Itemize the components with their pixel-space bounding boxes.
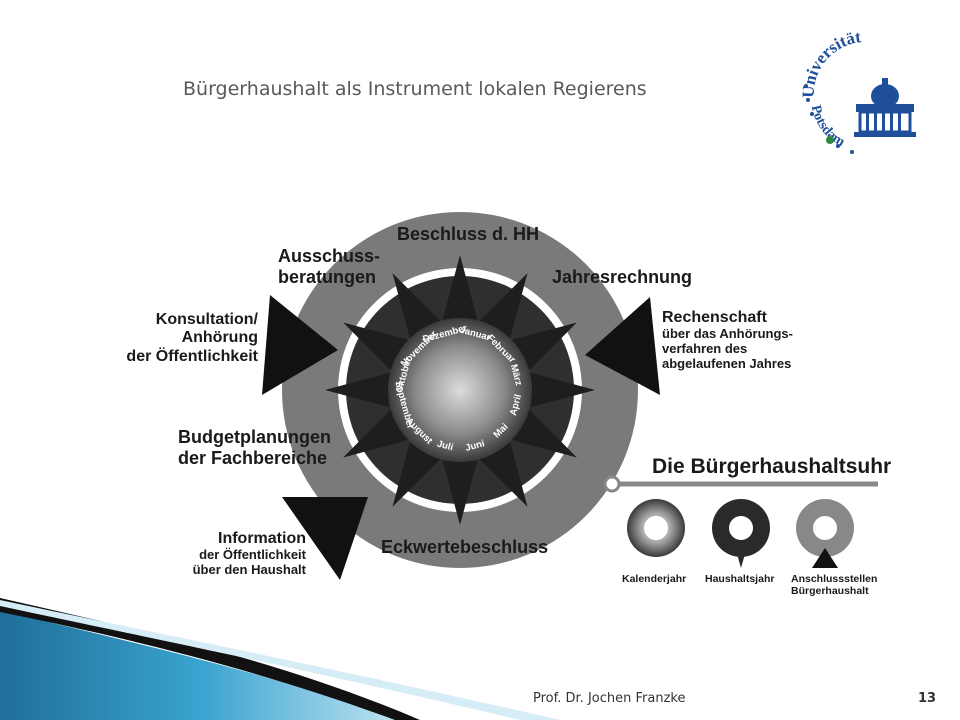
pointer-triangle-konsultation bbox=[262, 295, 338, 395]
legend-title: Die Bürgerhaushaltsuhr bbox=[652, 455, 892, 478]
label-jahresrechnung: Jahresrechnung bbox=[552, 267, 693, 287]
label-budget-line2: der Fachbereiche bbox=[178, 447, 328, 468]
building-icon bbox=[854, 78, 916, 137]
pointer-triangle-rechenschaft bbox=[585, 297, 660, 395]
label-rechenschaft-line3: abgelaufenen Jahres bbox=[662, 356, 792, 372]
label-konsultation-line1: Konsultation/ bbox=[155, 311, 258, 328]
slide-title: Bürgerhaushalt als Instrument lokalen Re… bbox=[183, 78, 647, 100]
month-label: März bbox=[508, 363, 524, 387]
legend-label-anschluss-line1: Anschlussstellen bbox=[791, 573, 878, 585]
pointer-triangle-information bbox=[282, 497, 368, 580]
label-information-line2: über den Haushalt bbox=[192, 562, 306, 578]
month-label: April bbox=[508, 393, 524, 417]
footer-author: Prof. Dr. Jochen Franzke bbox=[533, 691, 686, 706]
legend-label-anschlussstellen: Anschlussstellen Bürgerhaushalt bbox=[791, 573, 877, 597]
label-konsultation-line3: der Öffentlichkeit bbox=[126, 347, 258, 365]
month-label: Juni bbox=[464, 438, 486, 454]
label-rechenschaft: Rechenschaft über das Anhörungs- verfahr… bbox=[662, 309, 793, 372]
legend-label-haushaltsjahr: Haushaltsjahr bbox=[705, 573, 775, 585]
label-ausschuss-line2: beratungen bbox=[278, 266, 377, 287]
label-information-title: Information bbox=[218, 530, 306, 547]
label-budget-line1: Budgetplanungen bbox=[178, 427, 331, 447]
university-logo: Universität Potsdam bbox=[799, 28, 916, 154]
label-budget: Budgetplanungen der Fachbereiche bbox=[178, 427, 331, 468]
label-rechenschaft-line2: verfahren des bbox=[662, 341, 748, 357]
label-information: Information der Öffentlichkeit über den … bbox=[160, 530, 306, 578]
month-dial bbox=[388, 318, 532, 462]
legend-label-anschluss-line2: Bürgerhaushalt bbox=[791, 585, 869, 598]
label-beschluss: Beschluss d. HH bbox=[397, 224, 540, 244]
label-konsultation: Konsultation/ Anhörung der Öffentlichkei… bbox=[110, 311, 258, 366]
label-ausschuss: Ausschuss- beratungen bbox=[278, 246, 380, 287]
label-konsultation-line2: Anhörung bbox=[181, 329, 258, 347]
month-label: Juli bbox=[436, 439, 455, 454]
page-number: 13 bbox=[918, 691, 937, 706]
legend-label-kalenderjahr: Kalenderjahr bbox=[622, 573, 687, 585]
label-information-line1: der Öffentlichkeit bbox=[199, 547, 306, 563]
label-rechenschaft-title: Rechenschaft bbox=[662, 309, 767, 326]
label-rechenschaft-line1: über das Anhörungs- bbox=[662, 326, 793, 342]
legend bbox=[603, 475, 878, 568]
label-ausschuss-line1: Ausschuss- bbox=[278, 246, 381, 266]
label-eckwerte: Eckwertebeschluss bbox=[381, 537, 549, 557]
